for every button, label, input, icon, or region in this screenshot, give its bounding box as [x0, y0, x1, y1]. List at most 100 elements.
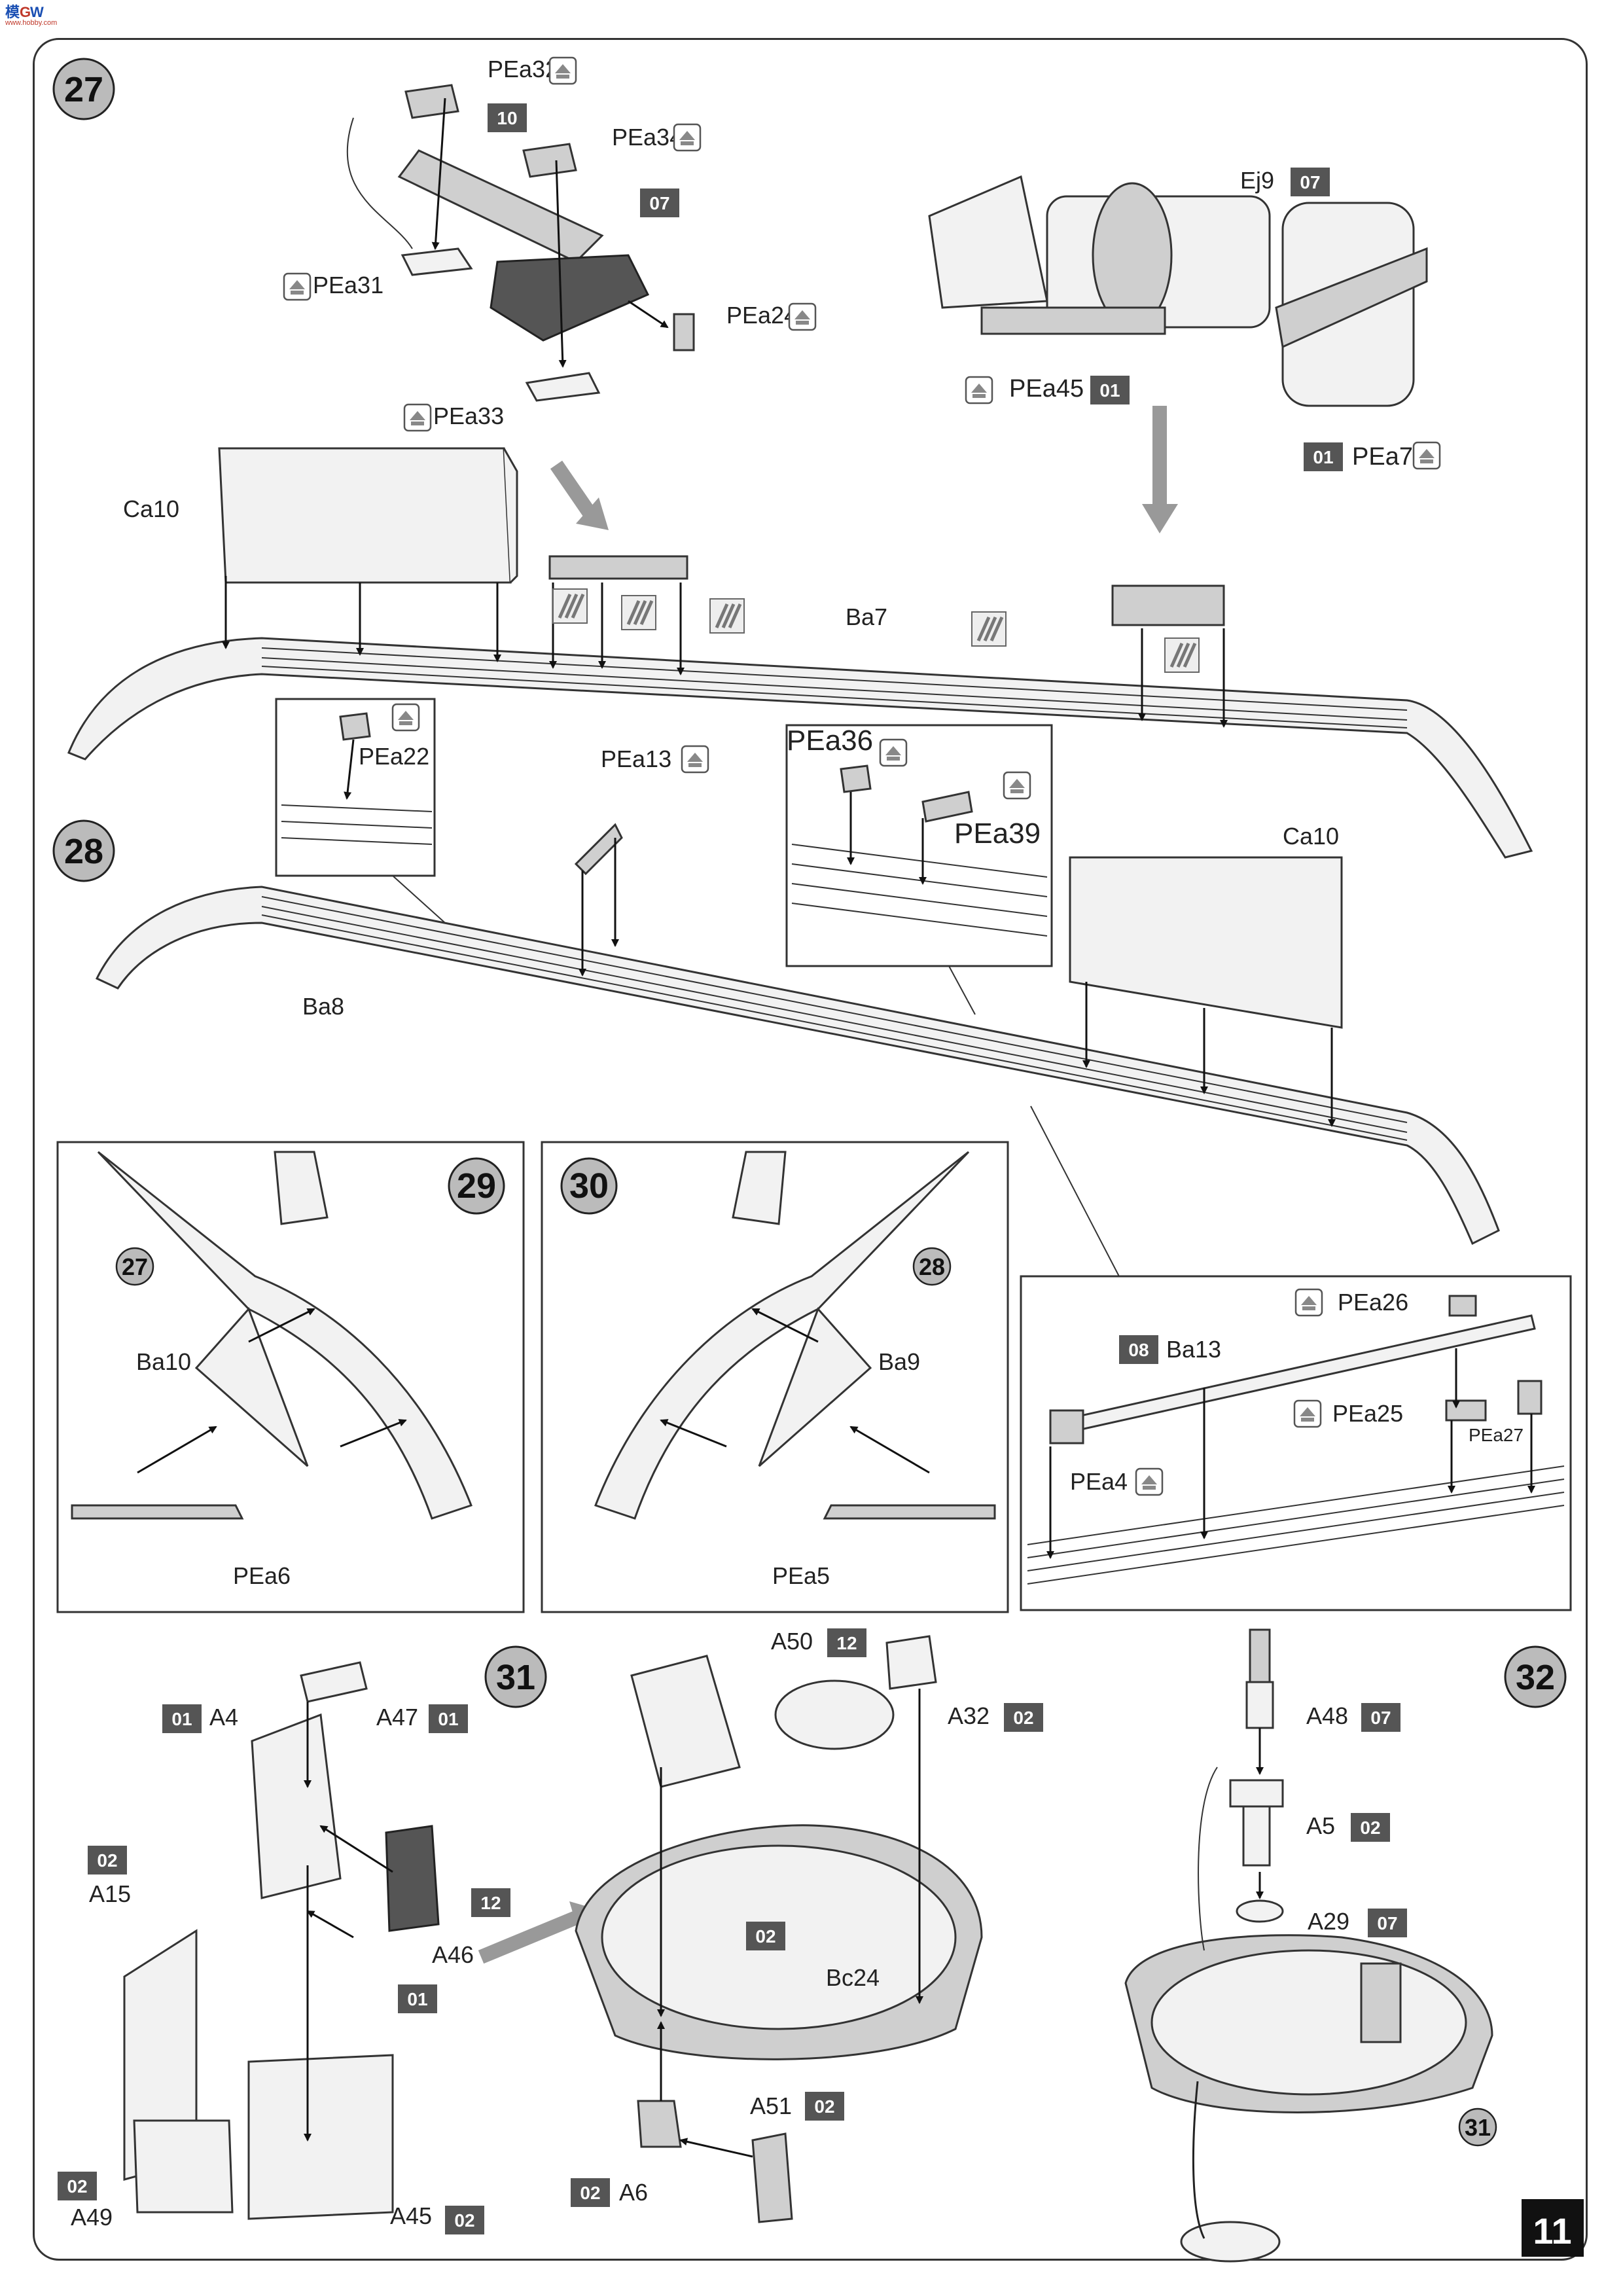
- label-ba7: Ba7: [846, 603, 887, 630]
- sprue-badge: 02: [445, 2206, 484, 2234]
- step-circle: [560, 1157, 618, 1215]
- grille-icon: [972, 612, 1006, 646]
- ref-number: 28: [919, 1253, 945, 1280]
- plate-pea24: [673, 313, 695, 351]
- arrow: [660, 1419, 727, 1448]
- label-a32: A32: [948, 1702, 990, 1729]
- label-a6: A6: [619, 2179, 648, 2206]
- tool-head: [490, 254, 650, 342]
- seat-post: [1192, 2081, 1205, 2239]
- pe-up-arrow-icon: [788, 302, 817, 331]
- arrow: [319, 1825, 393, 1873]
- plate-ba9: [758, 1307, 872, 1467]
- step-circle: [52, 819, 115, 882]
- svg-text:01: 01: [407, 1989, 427, 2009]
- bracket-pea33: [525, 372, 601, 402]
- part-a50: [774, 1679, 895, 1750]
- label-a46: A46: [432, 1941, 474, 1968]
- label-pea45: PEa45: [1009, 375, 1084, 403]
- assembly-arrow: [550, 460, 599, 522]
- page-number: 11: [1533, 2210, 1571, 2251]
- pe-up-arrow-icon: [1412, 441, 1441, 470]
- jack-mounted: [1111, 584, 1225, 626]
- box-a45: [247, 2054, 394, 2220]
- arrow: [431, 98, 446, 250]
- part-a5-top: [1229, 1779, 1284, 1808]
- svg-text:02: 02: [580, 2183, 600, 2203]
- svg-text:02: 02: [67, 2176, 87, 2197]
- label-pea6: PEa6: [233, 1562, 291, 1589]
- svg-text:02: 02: [1360, 1818, 1380, 1838]
- arrow: [555, 160, 567, 368]
- label-ca10: Ca10: [1283, 823, 1339, 850]
- arrow: [248, 1308, 315, 1343]
- ref-number: 27: [122, 1253, 148, 1280]
- fender-ba7: [67, 637, 1533, 859]
- label-pea39: PEa39: [954, 817, 1041, 850]
- mounted-cabinet: [1360, 1962, 1402, 2043]
- label-a51: A51: [750, 2092, 792, 2119]
- label-a29: A29: [1308, 1908, 1349, 1935]
- sprue-badge: 02: [571, 2178, 610, 2207]
- ref-circle: [115, 1247, 154, 1286]
- step-number: 31: [496, 1658, 535, 1697]
- bracket-pea31: [401, 247, 473, 276]
- sprue-badge: 01: [429, 1704, 468, 1733]
- clip-pea4: [1049, 1409, 1084, 1444]
- callout-line: [1030, 1105, 1120, 1277]
- label-pea5: PEa5: [772, 1562, 830, 1589]
- small-tool: [548, 555, 688, 580]
- sprue-badge: 10: [488, 103, 527, 132]
- label-pea4: PEa4: [1070, 1468, 1128, 1495]
- svg-text:02: 02: [1013, 1708, 1033, 1728]
- clip-pea27: [1517, 1380, 1543, 1415]
- label-ca10: Ca10: [123, 495, 179, 522]
- base-pea45: [980, 306, 1166, 335]
- label-ba13: Ba13: [1166, 1336, 1221, 1363]
- sprue-badge: 07: [1368, 1909, 1407, 1937]
- label-a5: A5: [1306, 1812, 1335, 1839]
- svg-text:08: 08: [1128, 1340, 1149, 1360]
- label-pea25: PEa25: [1332, 1400, 1403, 1427]
- ref-number: 31: [1465, 2114, 1491, 2141]
- assembly-arrow: [478, 1910, 579, 1964]
- arrow: [751, 1308, 819, 1343]
- fender-curve: [97, 1151, 473, 1520]
- page-frame: [33, 38, 1588, 2261]
- svg-text:07: 07: [1370, 1708, 1391, 1728]
- label-ba9: Ba9: [878, 1348, 920, 1375]
- step-number: 28: [64, 832, 103, 871]
- label-a47: A47: [376, 1704, 418, 1731]
- panel-a49: [133, 2119, 234, 2214]
- toolbox-side: [503, 448, 518, 584]
- pe-up-arrow-icon: [391, 703, 420, 732]
- step-31: 31 01 A4 A47 01 12 A46 01 02 A15 02 A49 …: [58, 1628, 1043, 2234]
- step-circle: [1504, 1645, 1567, 1708]
- sprue-badge: 01: [1090, 376, 1130, 404]
- svg-text:W: W: [30, 4, 44, 20]
- svg-text:07: 07: [1300, 172, 1320, 192]
- svg-text:01: 01: [438, 1709, 458, 1729]
- clamp-pea34: [522, 143, 577, 178]
- part-a48: [1245, 1681, 1274, 1729]
- grille-icon: [710, 599, 744, 633]
- clip-pea25: [1445, 1399, 1487, 1422]
- strip-pea6: [71, 1504, 244, 1520]
- panel-a4: [251, 1713, 342, 1899]
- strap-pea7: [1275, 247, 1428, 349]
- sprue-badge: 01: [162, 1704, 202, 1733]
- label-ej9: Ej9: [1240, 167, 1274, 194]
- guide-line: [1198, 1767, 1218, 1951]
- part-a6: [637, 2100, 682, 2148]
- pe-up-arrow-icon: [673, 123, 702, 152]
- sprue-badge: 02: [805, 2092, 844, 2121]
- sprue-badge: 02: [1004, 1703, 1043, 1732]
- svg-text:02: 02: [814, 2096, 834, 2117]
- sprue-badge: 07: [1291, 168, 1330, 196]
- svg-text:07: 07: [1377, 1913, 1397, 1933]
- step-27: 27 PEa32 PEa34 PEa31 PEa24 PEa33 10 07 E…: [52, 56, 1533, 859]
- detail-ba13: PEa26 08 Ba13 PEa25 PEa27 PEa4: [1020, 1275, 1572, 1611]
- label-a15: A15: [89, 1880, 131, 1907]
- svg-text:www.hobby.com: www.hobby.com: [5, 19, 57, 27]
- fender-ba8: [95, 886, 1500, 1246]
